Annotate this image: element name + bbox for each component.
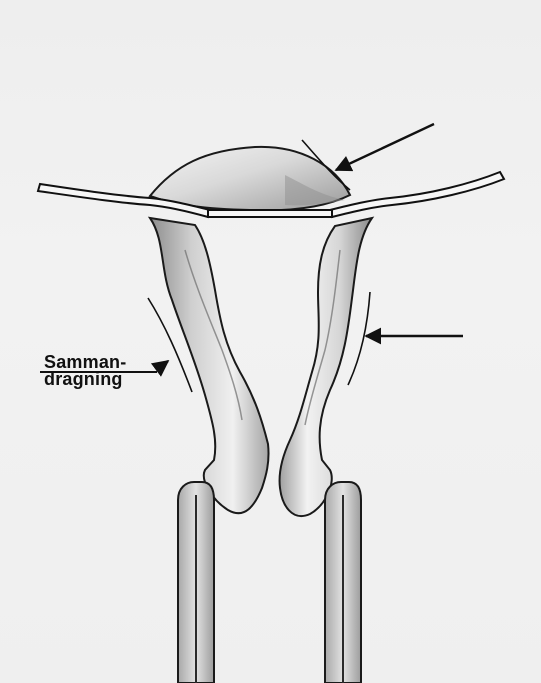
right-uterine-wall xyxy=(280,218,372,516)
center-band xyxy=(208,210,332,217)
right-fallopian-tube xyxy=(330,172,504,217)
annotation-line-2: dragning xyxy=(44,370,123,388)
top-arrow xyxy=(336,124,434,170)
left-uterine-wall xyxy=(150,218,269,513)
left-annotation-arrow xyxy=(156,361,168,370)
